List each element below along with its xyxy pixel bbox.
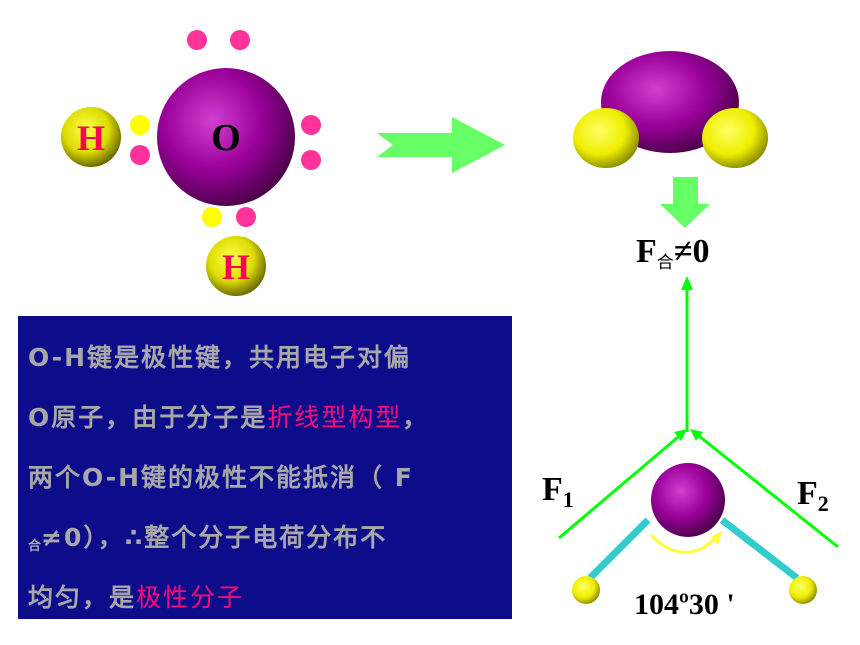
explanation-text: ， (402, 403, 430, 432)
explanation-text: O-H键是极性键，共用电子对偏 (28, 343, 412, 372)
lone-pair-dot (301, 150, 321, 170)
explanation-text: ≠0），∴整个分子电荷分布不 (41, 523, 388, 552)
bond-left (587, 517, 651, 581)
central-oxygen-atom (651, 463, 725, 537)
resultant-subscript: 合 (28, 539, 42, 554)
hydrogen-left-label: H (77, 118, 105, 158)
lone-pair-dot (187, 30, 207, 50)
bond-pair-dot (130, 115, 150, 135)
explanation-text: O原子，由于分子是 (28, 403, 268, 432)
force2-arrowhead-icon (690, 429, 703, 441)
transform-arrow (377, 117, 505, 173)
explanation-line-2: O原子，由于分子是折线型构型， (28, 388, 502, 448)
explanation-text: 均匀，是 (28, 583, 137, 612)
right-arrow-icon (377, 117, 505, 173)
resultant-arrowhead-icon (681, 276, 693, 290)
force2-sub: 2 (818, 491, 829, 516)
down-arrow-icon (660, 177, 710, 228)
resultant-force-sub: 合 (657, 253, 674, 273)
bond-pair-dot (236, 207, 256, 227)
resultant-force-main: F (636, 233, 657, 270)
force1-arrowhead-icon (674, 429, 687, 441)
explanation-line-1: O-H键是极性键，共用电子对偏 (28, 328, 502, 388)
force2-label: F2 (797, 475, 829, 516)
force1-label: F1 (542, 471, 574, 512)
hydrogen-atom-small-right (789, 576, 817, 604)
explanation-box: O-H键是极性键，共用电子对偏 O原子，由于分子是折线型构型， 两个O-H键的极… (18, 316, 512, 619)
force1-sub: 1 (563, 487, 574, 512)
bond-right (719, 517, 800, 581)
force1-vector (558, 430, 685, 540)
hydrogen-atom-small-left (572, 576, 600, 604)
hydrogen-atom-left (61, 107, 121, 167)
space-filling-model (573, 51, 768, 168)
explanation-line-3: 两个O-H键的极性不能抵消（ F (28, 448, 502, 508)
force2-main: F (797, 475, 818, 512)
hydrogen-bottom-label: H (222, 247, 250, 287)
angle-arrowhead-icon (711, 531, 722, 545)
oxygen-atom (157, 68, 295, 206)
resultant-force-rest: ≠0 (674, 233, 710, 270)
force1-main: F (542, 471, 563, 508)
force-diagram: F1 F2 104º30 ' (542, 276, 839, 621)
lone-pair-dot (230, 30, 250, 50)
bond-angle-arc (649, 533, 721, 554)
highlight-polar-molecule: 极性分子 (136, 583, 245, 612)
hydrogen-lobe-right (702, 108, 768, 168)
resultant-force-label: F合≠0 (636, 233, 709, 273)
oxygen-label: O (211, 117, 241, 159)
explanation-line-4: 合≠0），∴整个分子电荷分布不 (28, 508, 502, 568)
bond-angle-label: 104º30 ' (634, 588, 735, 621)
bond-pair-dot (130, 145, 150, 165)
hydrogen-lobe-left (573, 108, 639, 168)
hydrogen-atom-bottom (206, 236, 266, 296)
explanation-text: 两个O-H键的极性不能抵消（ F (28, 463, 414, 492)
lewis-structure: O H H (61, 30, 321, 296)
lone-pair-dot (301, 115, 321, 135)
force2-vector (693, 430, 839, 549)
explanation-line-5: 均匀，是极性分子 (28, 568, 502, 628)
highlight-zigzag-structure: 折线型构型 (267, 403, 403, 432)
bond-pair-dot (202, 207, 222, 227)
